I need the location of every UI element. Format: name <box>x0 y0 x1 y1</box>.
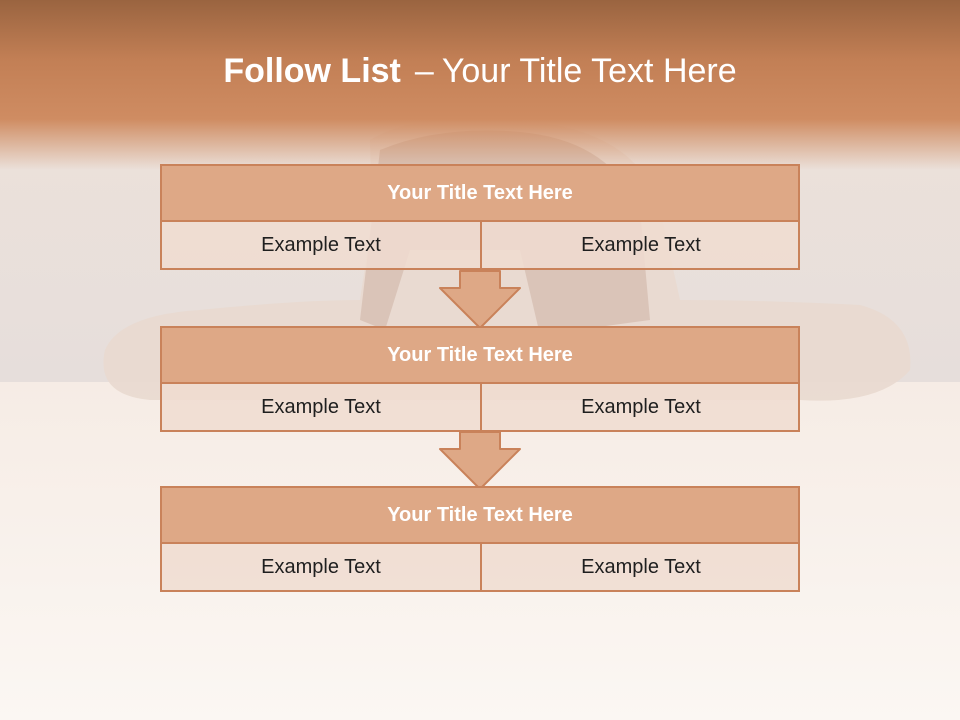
step-1-right-text: Example Text <box>581 233 701 256</box>
step-2-title: Your Title Text Here <box>162 328 798 384</box>
step-3-right-text: Example Text <box>581 555 701 578</box>
step-3-title: Your Title Text Here <box>162 488 798 544</box>
step-2-right-text: Example Text <box>581 395 701 418</box>
step-box-3: Your Title Text Here Example Text Exampl… <box>160 486 800 592</box>
down-arrow-1 <box>439 270 521 329</box>
slide-title: Follow List–Your Title Text Here <box>0 52 960 91</box>
slide-title-separator: – <box>414 52 434 90</box>
header-band <box>0 0 960 170</box>
slide-title-bold: Follow List <box>223 52 401 90</box>
step-box-1: Your Title Text Here Example Text Exampl… <box>160 164 800 270</box>
step-2-left-text: Example Text <box>162 384 482 430</box>
step-1-left-text: Example Text <box>162 222 482 268</box>
down-arrow-2 <box>439 431 521 490</box>
step-box-2: Your Title Text Here Example Text Exampl… <box>160 326 800 432</box>
slide-title-rest: Your Title Text Here <box>441 52 737 90</box>
step-1-title: Your Title Text Here <box>162 166 798 222</box>
step-3-left-text: Example Text <box>162 544 482 590</box>
